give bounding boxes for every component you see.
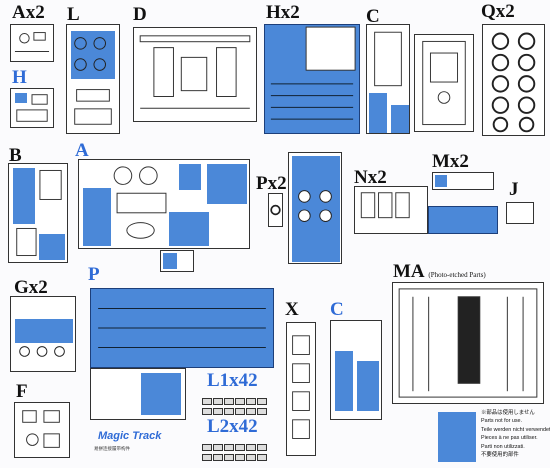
label-ax2: Ax2: [12, 2, 45, 23]
sprue-qx2: [482, 24, 545, 136]
sprue-d: [133, 27, 257, 122]
label-x: X: [285, 299, 299, 320]
track-l1x42-row2: [202, 402, 268, 420]
sprue-hx2: [264, 24, 360, 134]
label-a: A: [75, 140, 89, 161]
unused-parts-note: ※部品は使用しません Parts not for use. Teile werd…: [481, 409, 550, 459]
sprue-l: [66, 24, 120, 134]
track-l2x42: [202, 438, 268, 456]
note-italian: Parti non utilizzati.: [481, 443, 525, 450]
note-japanese: ※部品は使用しません: [481, 410, 535, 416]
label-f: F: [16, 381, 28, 402]
label-j: J: [509, 179, 519, 200]
brand-logo: Magic Track: [98, 430, 162, 442]
sprue-c: [366, 24, 410, 134]
brand-subtitle: 易拼连接履带构件: [94, 446, 130, 451]
sprue-nx2-blue: [428, 206, 498, 234]
sprue-b: [8, 163, 68, 263]
label-p: P: [88, 264, 100, 285]
sprue-h: [10, 88, 54, 128]
sprue-p: [90, 288, 274, 368]
sprue-j: [506, 202, 534, 224]
label-l2x42: L2x42: [207, 416, 258, 437]
sprue-c-second: [330, 320, 382, 420]
sprue-nx2: [354, 186, 428, 234]
sprue-a-small: [160, 250, 194, 272]
label-mx2: Mx2: [432, 151, 469, 172]
sprue-mx2: [432, 172, 494, 190]
note-french: Pieces à ne pas utiliser.: [481, 435, 538, 442]
sprue-f: [14, 402, 70, 458]
sprue-ax2: [10, 24, 54, 62]
label-qx2: Qx2: [481, 1, 515, 22]
label-px2: Px2: [256, 173, 287, 194]
label-ma: MA (Photo-etched Parts): [393, 261, 486, 282]
label-l1x42: L1x42: [207, 370, 258, 391]
label-c-second: C: [330, 299, 344, 320]
label-c: C: [366, 6, 380, 27]
sprue-px2-frame: [288, 152, 342, 264]
sprue-a: [78, 159, 250, 249]
label-d: D: [133, 4, 147, 25]
label-gx2: Gx2: [14, 277, 48, 298]
track-l1x42: [202, 392, 268, 410]
hull-upper: [414, 34, 474, 132]
label-nx2: Nx2: [354, 167, 387, 188]
sprue-ma: [392, 282, 544, 404]
note-german: Teile werden nicht verwendet.: [481, 426, 550, 433]
label-hx2: Hx2: [266, 2, 300, 23]
note-english: Parts not for use.: [481, 418, 523, 425]
sprue-x: [286, 322, 316, 456]
track-l2x42-row2: [202, 448, 268, 466]
label-l: L: [67, 4, 80, 25]
sprue-p-lower: [90, 368, 186, 420]
unused-parts-swatch: [438, 412, 476, 462]
label-h: H: [12, 67, 27, 88]
sprue-gx2: [10, 296, 76, 372]
note-chinese: 不要使用的部件: [481, 452, 519, 459]
sprue-px2: [268, 193, 283, 227]
label-b: B: [9, 145, 22, 166]
